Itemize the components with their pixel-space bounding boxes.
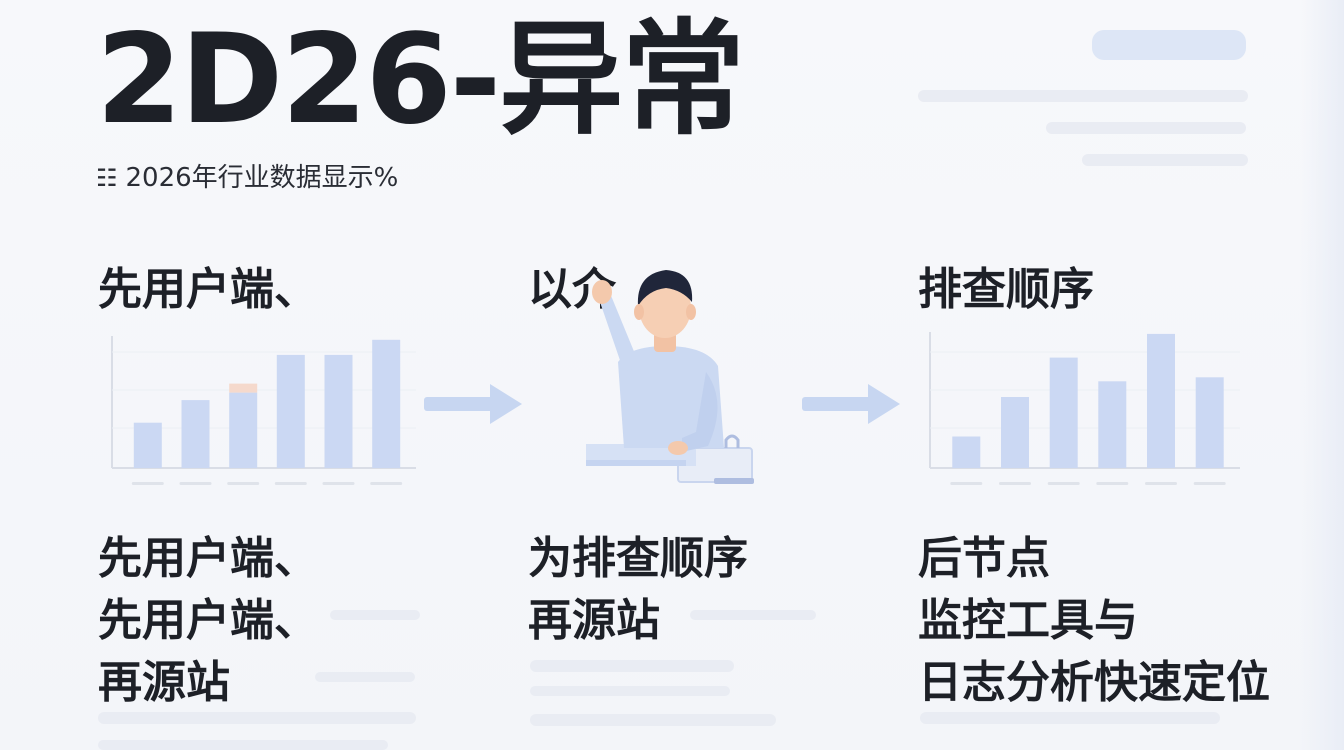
placeholder-line — [530, 660, 734, 672]
chart-bar — [1147, 333, 1175, 468]
placeholder-line — [98, 740, 388, 750]
chart-bar — [952, 436, 981, 468]
chart-bar — [1001, 397, 1029, 468]
x-tick-label — [1145, 482, 1177, 485]
bar-chart-left — [111, 336, 416, 485]
column-3-body: 后节点 监控工具与 日志分析快速定位 — [918, 528, 1270, 714]
page-title: 2D26-异常 — [96, 8, 745, 152]
x-tick-label — [1096, 482, 1129, 485]
column-2-line: 再源站 — [528, 595, 660, 646]
chart-grid — [929, 332, 1240, 469]
placeholder-line — [1082, 154, 1248, 166]
chart-bar — [133, 422, 162, 468]
x-tick-label — [274, 482, 307, 485]
x-tick-label — [1193, 482, 1226, 485]
column-1-line: 再源站 — [98, 657, 230, 708]
x-tick-label — [950, 482, 983, 485]
column-3-heading: 排查顺序 — [918, 264, 1094, 315]
x-tick-label — [131, 482, 164, 485]
placeholder-line — [315, 672, 415, 682]
chart-bar — [181, 400, 210, 468]
placeholder-line — [920, 712, 1220, 724]
placeholder-line — [1046, 122, 1246, 134]
placeholder-line — [330, 610, 420, 620]
subtitle: ☷2026年行业数据显示% — [96, 160, 398, 196]
placeholder-line — [530, 686, 730, 696]
placeholder-pill — [1092, 30, 1246, 60]
chart-bar — [276, 354, 305, 468]
chart-bar — [229, 392, 258, 468]
column-2-line: 为排查顺序 — [528, 533, 748, 584]
chart-bar — [1195, 377, 1224, 468]
chart-bar — [1049, 357, 1078, 468]
chart-grid — [111, 336, 416, 469]
document-icon: ☷ — [96, 164, 118, 192]
person-illustration — [586, 270, 754, 484]
chart-bar — [1098, 381, 1127, 468]
column-1-body: 先用户端、 先用户端、 再源站 — [98, 528, 318, 714]
x-tick-label — [1047, 482, 1080, 485]
column-1-line: 先用户端、 — [98, 533, 318, 584]
column-3-line: 后节点 — [918, 533, 1050, 584]
chart-bar — [324, 354, 353, 468]
x-tick-label — [179, 482, 212, 485]
column-1-heading: 先用户端、 — [98, 264, 318, 315]
bar-chart-right — [929, 332, 1240, 485]
column-1-line: 先用户端、 — [98, 595, 318, 646]
arrow-right-icon — [424, 384, 522, 424]
placeholder-line — [98, 712, 416, 724]
placeholder-line — [690, 610, 816, 620]
arrow-right-icon — [802, 384, 900, 424]
placeholder-line — [918, 90, 1248, 102]
column-2-body: 为排查顺序 再源站 — [528, 528, 748, 652]
x-tick-label — [322, 482, 355, 485]
column-3-line: 日志分析快速定位 — [918, 657, 1270, 708]
x-tick-label — [370, 482, 403, 485]
x-tick-label — [999, 482, 1031, 485]
subtitle-text: 2026年行业数据显示% — [125, 163, 399, 193]
page-edge-shadow — [1300, 0, 1344, 750]
column-3-line: 监控工具与 — [918, 595, 1138, 646]
x-tick-label — [227, 482, 260, 485]
chart-bar — [372, 339, 401, 468]
chart-bar-highlight — [229, 383, 258, 393]
placeholder-line — [530, 714, 776, 726]
